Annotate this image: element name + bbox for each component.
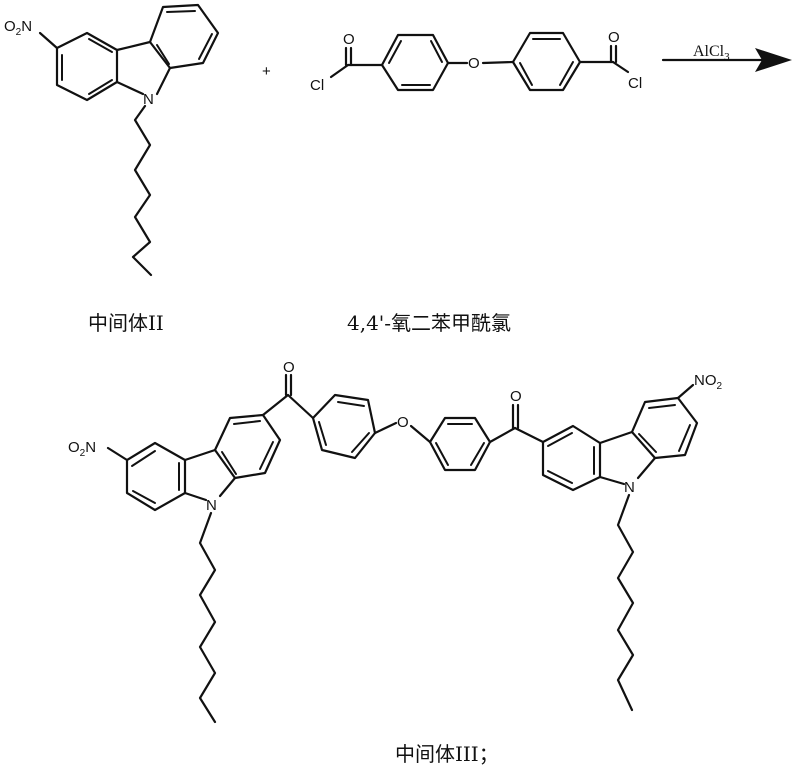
plus-sign: + <box>262 63 271 80</box>
reactant-2-carbonyl-oxygen-left: O <box>343 31 355 48</box>
reactant-2-carbonyl-oxygen-right: O <box>608 29 620 46</box>
reaction-arrow: AlCl3 <box>661 43 792 72</box>
product-structure: O2N N O O <box>68 359 723 724</box>
reactant-2-name-label: 4,4'-氧二苯甲酰氯 <box>347 311 512 335</box>
reactant-1-structure: O2N N <box>4 3 220 277</box>
reactant-1-nitrogen: N <box>143 91 154 108</box>
product-name-label: 中间体III； <box>395 742 499 766</box>
reactant-2-chlorine-right: Cl <box>628 75 642 92</box>
product-carbonyl-oxygen-right: O <box>510 388 522 405</box>
product-nitro-right: NO2 <box>694 372 723 392</box>
product-carbonyl-oxygen-left: O <box>283 359 295 376</box>
reactant-2-ether-oxygen: O <box>468 55 480 72</box>
product-nitro-left: O2N <box>68 439 96 459</box>
product-nitrogen-left: N <box>206 497 217 514</box>
product-octyl-chain-left <box>198 511 217 724</box>
product-nitrogen-right: N <box>624 479 635 496</box>
product-octyl-chain-right <box>616 493 635 712</box>
reagent-label: AlCl3 <box>693 43 730 63</box>
reactant-1-name-label: 中间体II <box>88 311 164 335</box>
reactant-2-chlorine-left: Cl <box>310 77 324 94</box>
reactant-1-nitro-label: O2N <box>4 18 32 38</box>
product-ether-oxygen: O <box>397 414 409 431</box>
reactant-2-structure: O Cl O O Cl <box>310 29 642 94</box>
